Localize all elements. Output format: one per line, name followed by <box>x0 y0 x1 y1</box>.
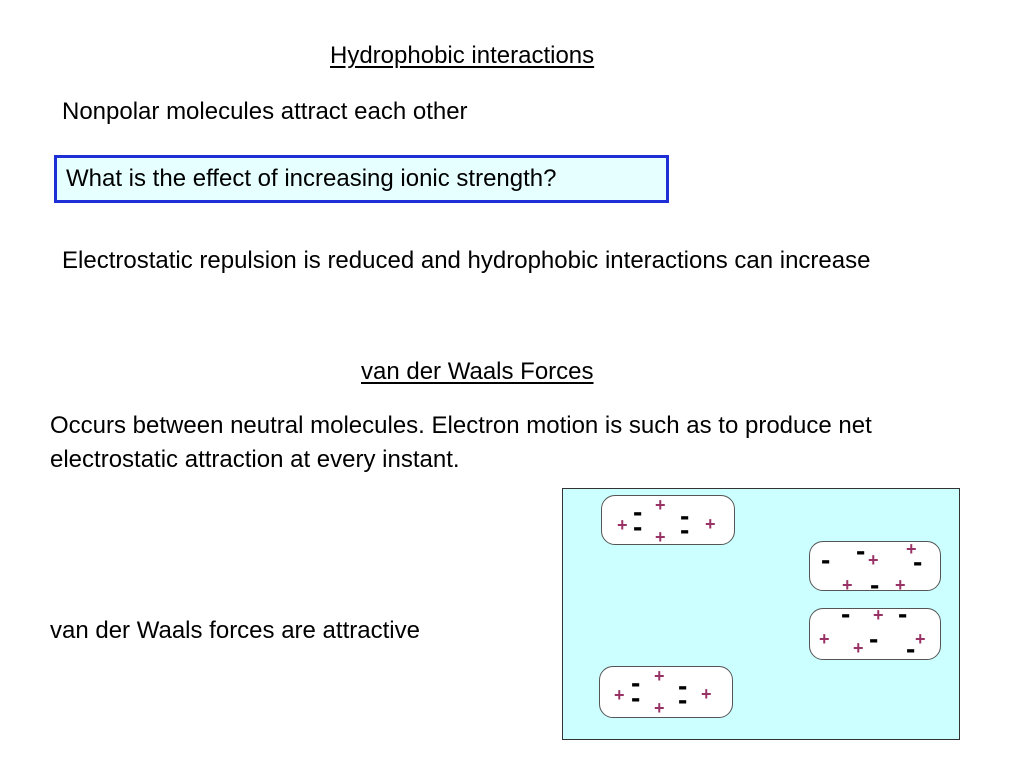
minus-charge: - <box>870 569 880 600</box>
plus-charge: + <box>654 698 665 718</box>
plus-charge: + <box>655 495 666 515</box>
plus-charge: + <box>654 666 665 686</box>
minus-charge: - <box>678 684 688 715</box>
plus-charge: + <box>915 629 926 649</box>
plus-charge: + <box>853 638 864 658</box>
vdw-description: Occurs between neutral molecules. Electr… <box>50 412 872 473</box>
minus-charge: - <box>913 546 923 577</box>
question-box: What is the effect of increasing ionic s… <box>54 155 669 203</box>
minus-charge: - <box>821 544 831 575</box>
molecule-3: - + - + - + + - <box>809 600 941 664</box>
heading-van-der-waals: van der Waals Forces <box>361 358 594 385</box>
minus-charge: - <box>898 598 908 629</box>
minus-charge: - <box>680 500 690 531</box>
heading-hydrophobic-interactions: Hydrophobic interactions <box>330 42 595 69</box>
minus-charge: - <box>856 535 866 566</box>
minus-charge: - <box>633 496 643 527</box>
plus-charge: + <box>617 515 628 535</box>
answer-text: Electrostatic repulsion is reduced and h… <box>62 247 871 274</box>
molecule-1: + - - + + - - + <box>601 495 735 547</box>
minus-charge: - <box>631 667 641 698</box>
minus-charge: - <box>841 598 851 629</box>
plus-charge: + <box>895 575 906 595</box>
molecule-2: - - + + - + - + <box>809 537 941 599</box>
minus-charge: - <box>869 623 879 654</box>
plus-charge: + <box>819 629 830 649</box>
vdw-conclusion: van der Waals forces are attractive <box>50 617 420 644</box>
minus-charge: - <box>680 514 690 545</box>
plus-charge: + <box>868 550 879 570</box>
plus-charge: + <box>614 685 625 705</box>
minus-charge: - <box>633 511 643 542</box>
minus-charge: - <box>678 670 688 701</box>
plus-charge: + <box>842 575 853 595</box>
plus-charge: + <box>705 514 716 534</box>
minus-charge: - <box>906 633 916 664</box>
molecule-4: + - - + + - - + <box>599 666 733 718</box>
minus-charge: - <box>631 682 641 713</box>
plus-charge: + <box>655 527 666 547</box>
van-der-waals-diagram: + - - + + - - + - - + + - + - + - + - + … <box>562 488 960 740</box>
nonpolar-text: Nonpolar molecules attract each other <box>62 98 468 125</box>
plus-charge: + <box>873 605 884 625</box>
plus-charge: + <box>701 684 712 704</box>
plus-charge: + <box>906 539 917 559</box>
